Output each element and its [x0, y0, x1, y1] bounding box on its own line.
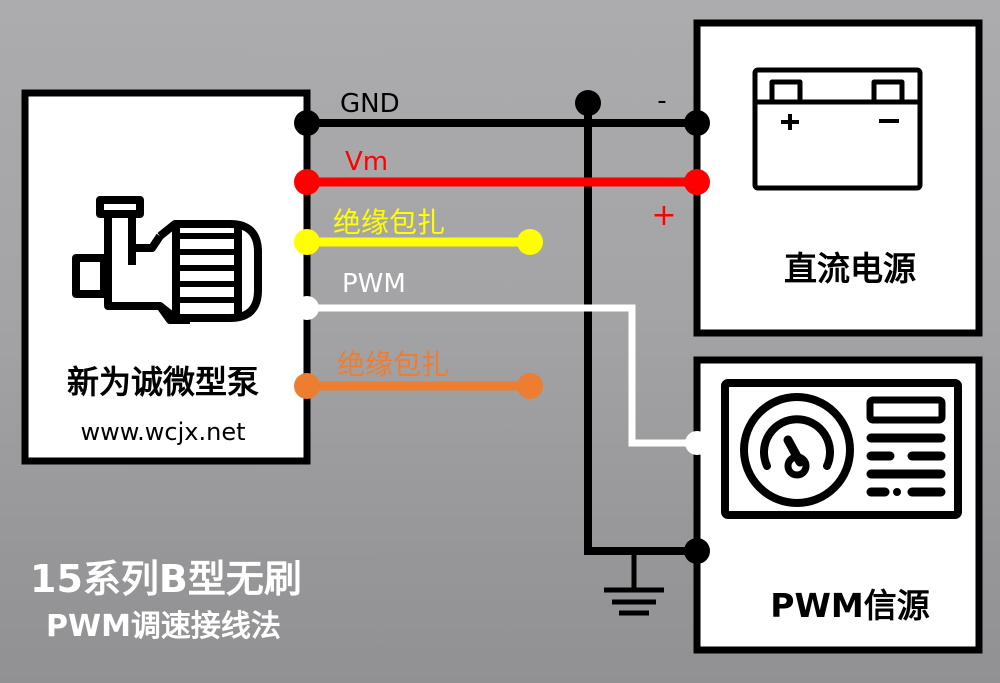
- yellow-label: 绝缘包扎: [333, 206, 445, 239]
- pwm-label: PWM: [342, 269, 406, 299]
- positive-terminal-label: +: [651, 198, 676, 233]
- pwm-source-name: PWM信源: [770, 586, 929, 625]
- pump-block: 新为诚微型泵 www.wcjx.net: [21, 89, 311, 465]
- negative-terminal-label: -: [657, 86, 666, 116]
- wire-yellow: 绝缘包扎: [294, 206, 543, 255]
- vm-label: Vm: [345, 147, 388, 177]
- orange-terminal-end: [517, 373, 543, 399]
- signal-generator-icon: [721, 379, 962, 519]
- battery-icon: [752, 67, 923, 191]
- yellow-terminal-pump: [294, 229, 320, 255]
- gnd-label: GND: [340, 89, 400, 119]
- gnd-terminal-power: [684, 110, 710, 136]
- dc-power-block: 直流电源: [693, 19, 983, 337]
- vm-terminal-pump: [294, 169, 320, 195]
- pump-box: [21, 89, 311, 465]
- orange-terminal-pump: [294, 373, 320, 399]
- gnd-terminal-pump: [294, 110, 320, 136]
- gnd-terminal-pwm: [684, 538, 710, 564]
- pump-website: www.wcjx.net: [80, 418, 245, 446]
- wire-vm: Vm: [294, 147, 710, 195]
- pwm-source-block: PWM信源: [693, 356, 983, 654]
- ground-icon: [604, 551, 664, 616]
- pwm-source-box: [693, 356, 983, 654]
- vm-terminal-power: [684, 169, 710, 195]
- wire-pwm: PWM: [295, 269, 709, 455]
- dc-power-name: 直流电源: [784, 249, 916, 288]
- dc-power-box: [693, 19, 983, 337]
- wire-orange: 绝缘包扎: [294, 348, 543, 399]
- title-line-1: 15系列B型无刷: [30, 557, 302, 601]
- title-line-2: PWM调速接线法: [46, 609, 281, 644]
- pump-name: 新为诚微型泵: [67, 363, 259, 401]
- yellow-terminal-end: [517, 229, 543, 255]
- wire-gnd: GND: [294, 89, 710, 564]
- pwm-terminal-pump: [295, 296, 319, 320]
- pump-motor-icon: [72, 196, 262, 324]
- pwm-terminal-source: [685, 431, 709, 455]
- gnd-junction: [575, 90, 601, 116]
- orange-label: 绝缘包扎: [337, 348, 449, 381]
